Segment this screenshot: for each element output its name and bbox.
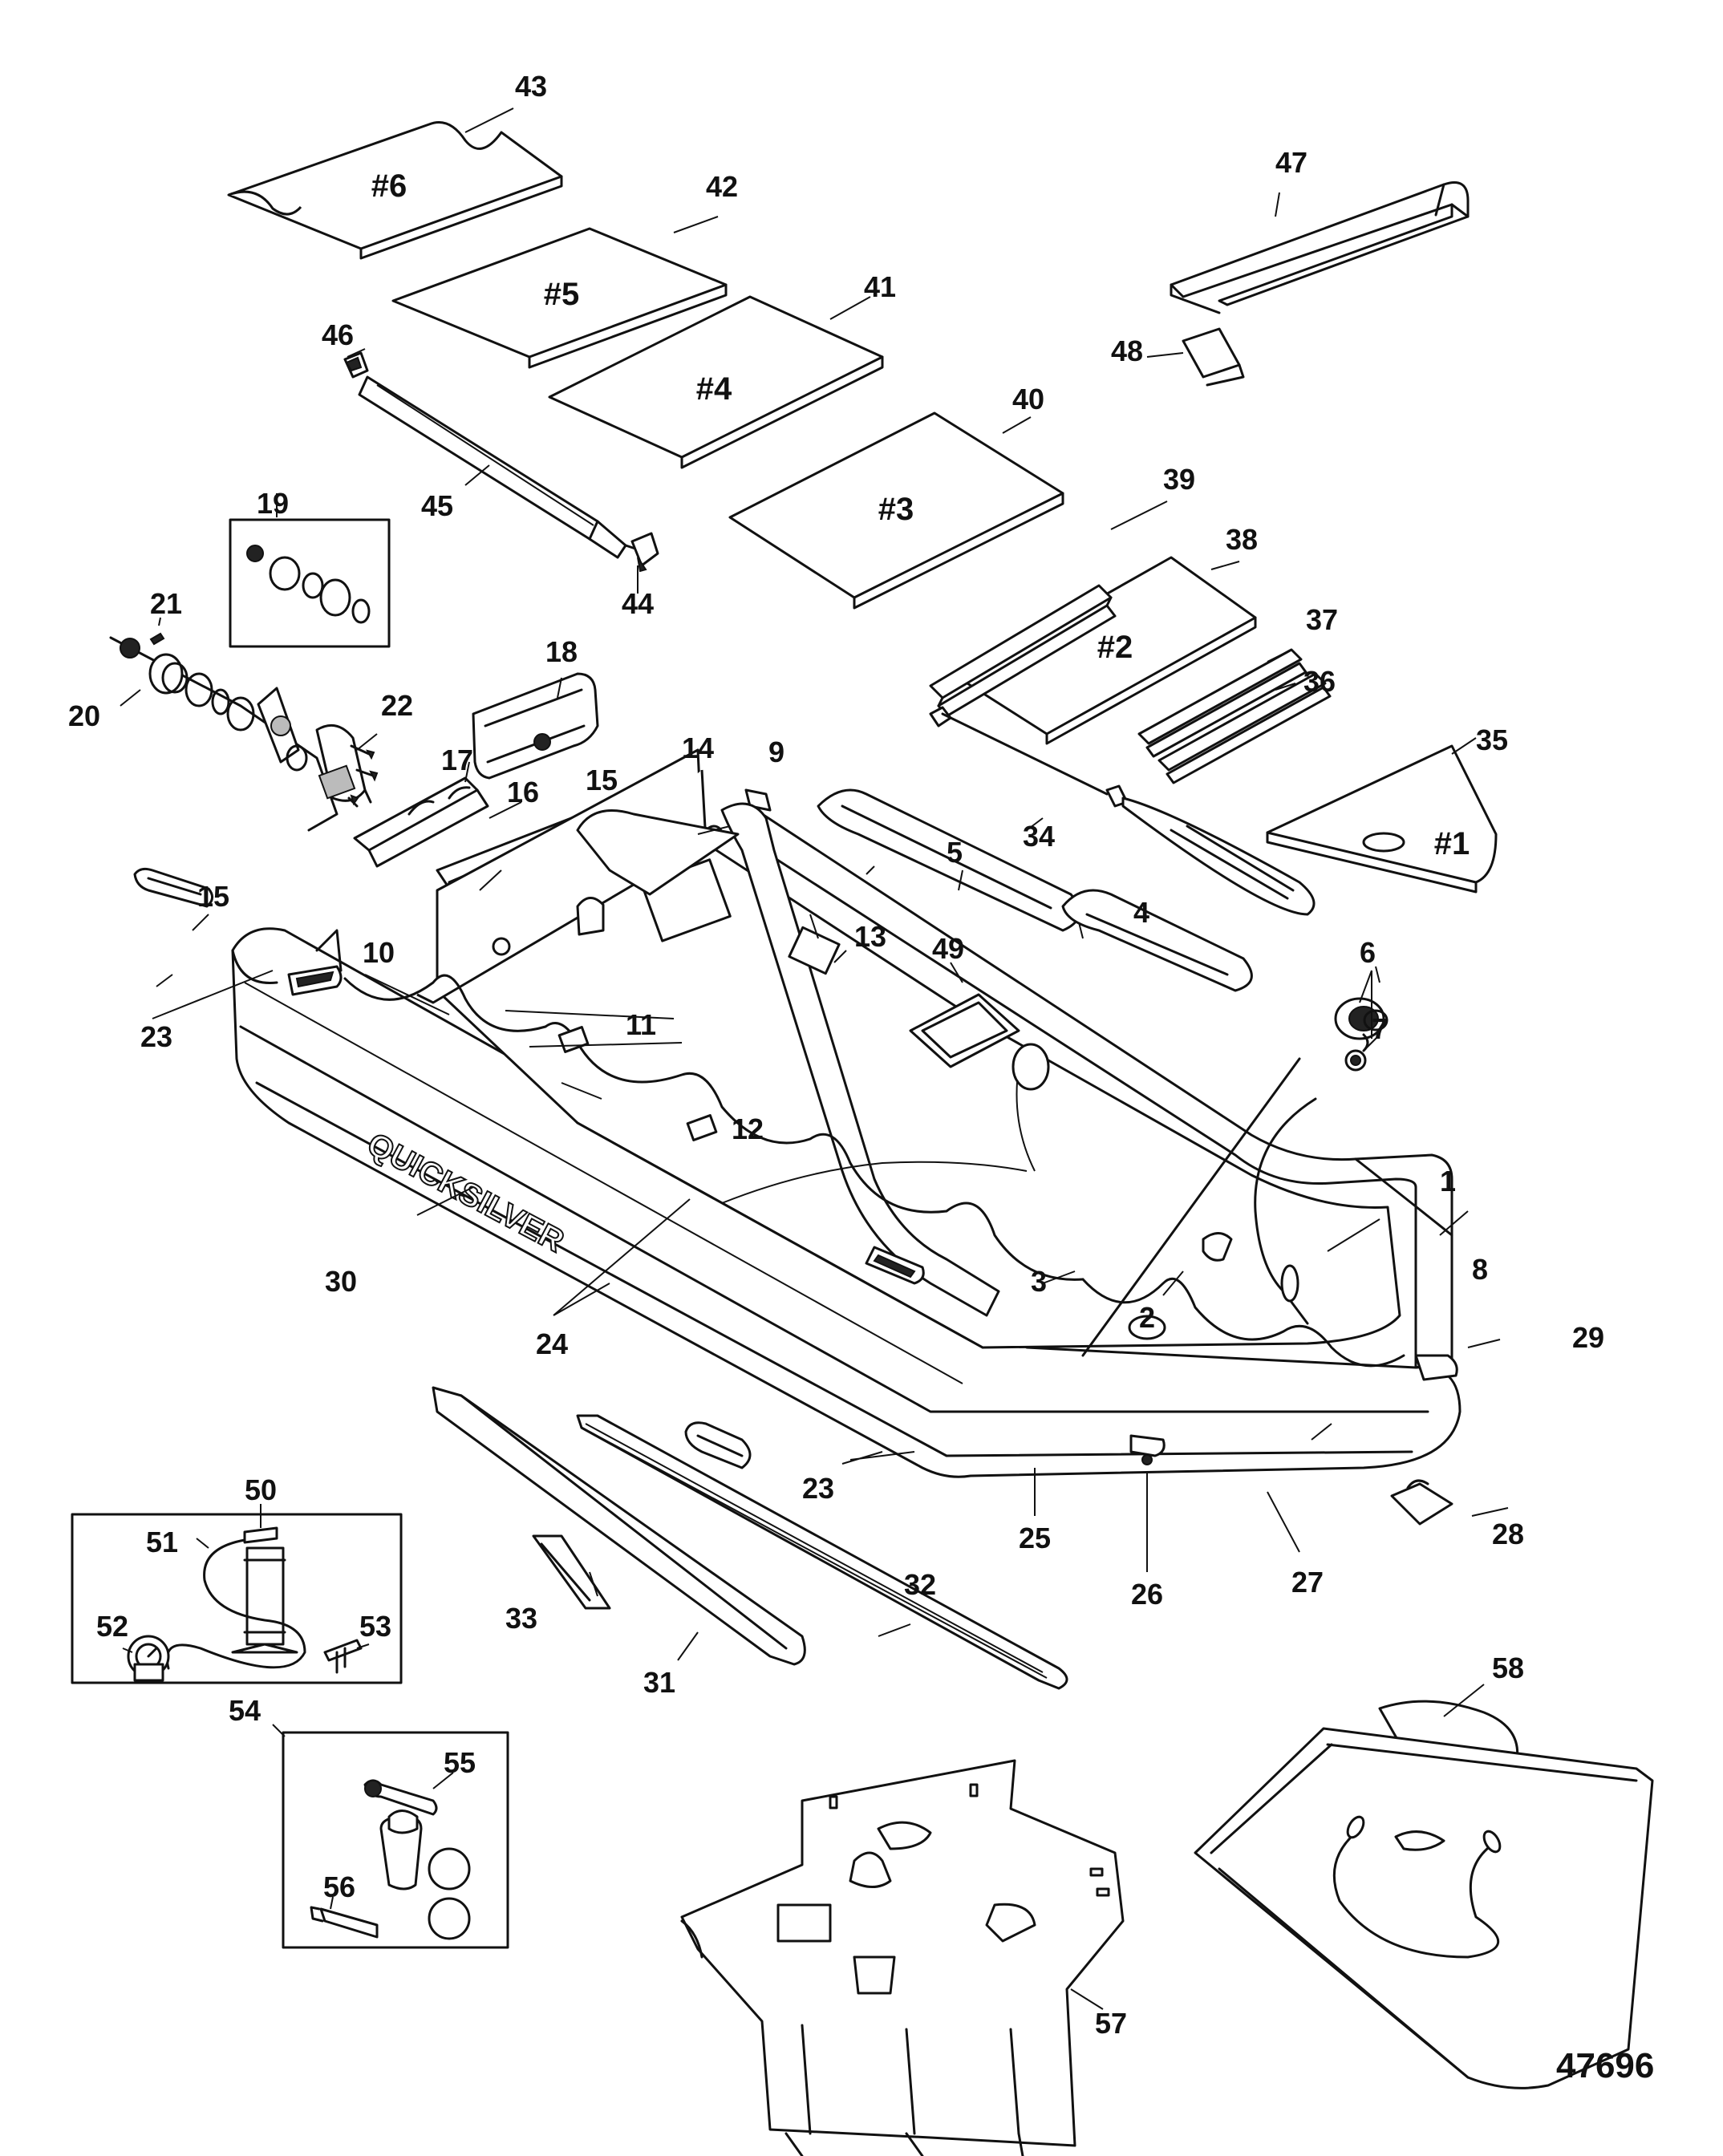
- figure-number: 47696: [1556, 2046, 1654, 2085]
- callout-55: 55: [444, 1746, 476, 1779]
- callout-3: 3: [1031, 1265, 1047, 1298]
- strip-33: [532, 1534, 611, 1610]
- callout-38: 38: [1226, 523, 1258, 556]
- callout-41: 41: [864, 270, 896, 303]
- floor-panel-1: #1: [1266, 744, 1498, 894]
- floor-panel-6: #6: [227, 121, 563, 260]
- callout-9: 9: [768, 736, 784, 768]
- callout-28: 28: [1492, 1518, 1524, 1550]
- callout-47: 47: [1275, 146, 1307, 179]
- storage-bag-58: [1194, 1700, 1654, 2089]
- callout-42: 42: [706, 170, 738, 203]
- callout-23b: 23: [802, 1472, 834, 1505]
- oarlock-holder-17: [353, 776, 489, 868]
- callout-37: 37: [1306, 603, 1338, 636]
- callout-25: 25: [1019, 1522, 1051, 1554]
- callout-22: 22: [381, 689, 413, 722]
- seat-clip-48: [1182, 327, 1245, 387]
- floor-panel-3: #3: [728, 411, 1064, 610]
- panel-label-2: #2: [1097, 630, 1133, 665]
- callout-6: 6: [1360, 936, 1376, 969]
- bag-18: [472, 672, 599, 780]
- stringer-37: [1137, 648, 1307, 758]
- panel-label-6: #6: [371, 168, 407, 204]
- callout-7: 7: [1372, 1012, 1388, 1045]
- callout-57: 57: [1095, 2007, 1127, 2040]
- callout-27: 27: [1291, 1566, 1324, 1599]
- transom-piece-15a: [576, 809, 740, 896]
- callout-29: 29: [1572, 1321, 1604, 1354]
- handle-23-loose: [133, 867, 213, 908]
- callout-21: 21: [150, 587, 182, 620]
- callout-49: 49: [932, 932, 964, 965]
- callout-23a: 23: [140, 1020, 172, 1053]
- callout-8: 8: [1472, 1253, 1488, 1286]
- callout-20: 20: [68, 699, 100, 732]
- floor-panel-4: #4: [548, 295, 884, 469]
- callout-13: 13: [854, 920, 886, 953]
- callout-33: 33: [505, 1602, 537, 1635]
- callout-48: 48: [1111, 334, 1143, 367]
- callout-1: 1: [1440, 1165, 1456, 1198]
- callout-18: 18: [545, 635, 578, 668]
- floor-panel-5: #5: [391, 227, 728, 369]
- callouts: 43 42 41 40 39 38 37 36 35 34 47 48 46 4…: [68, 70, 1604, 2040]
- handle-23-bottom: [684, 1421, 752, 1469]
- callout-51: 51: [146, 1526, 178, 1558]
- callout-24: 24: [536, 1327, 568, 1360]
- repair-kit-54: [282, 1731, 509, 1949]
- callout-40: 40: [1012, 383, 1044, 415]
- callout-14: 14: [682, 732, 714, 764]
- callout-17: 17: [441, 744, 473, 776]
- bracket-44: [630, 532, 659, 573]
- panel-label-3: #3: [878, 492, 914, 527]
- callout-31: 31: [643, 1666, 675, 1699]
- callout-36: 36: [1303, 665, 1336, 698]
- callout-12: 12: [732, 1112, 764, 1145]
- callout-45: 45: [421, 489, 453, 522]
- cover-57: [680, 1759, 1125, 2156]
- valve-cap-7: [1344, 1033, 1369, 1072]
- callout-10: 10: [363, 936, 395, 969]
- boat-hull: QUICKSILVER: [231, 748, 1462, 1526]
- panel-label-4: #4: [696, 371, 732, 407]
- panel-label-5: #5: [544, 277, 580, 312]
- callout-15a: 15: [586, 764, 618, 796]
- callout-53: 53: [359, 1610, 391, 1643]
- callout-46: 46: [322, 318, 354, 351]
- valve-kit-19: [229, 518, 391, 648]
- callout-54: 54: [229, 1694, 261, 1727]
- callout-52: 52: [96, 1610, 128, 1643]
- callout-4: 4: [1133, 896, 1149, 929]
- seat-47: [1170, 181, 1470, 314]
- callout-2: 2: [1139, 1301, 1155, 1334]
- panel-label-1: #1: [1434, 826, 1470, 861]
- callout-32: 32: [904, 1568, 936, 1601]
- callout-56: 56: [323, 1870, 355, 1903]
- callout-15b: 15: [197, 880, 229, 913]
- callout-26: 26: [1131, 1578, 1163, 1611]
- callout-11: 11: [626, 1008, 656, 1041]
- valve-assembly-20: [109, 632, 379, 832]
- pump-kit-50: [71, 1513, 403, 1684]
- callout-44: 44: [622, 587, 654, 620]
- strip-4: [1061, 889, 1253, 992]
- callout-35: 35: [1476, 723, 1508, 756]
- stringer-36: [1157, 672, 1332, 784]
- callout-16: 16: [507, 776, 539, 808]
- keel-strip-32: [576, 1414, 1068, 1690]
- callout-5: 5: [947, 836, 963, 869]
- callout-43: 43: [515, 70, 547, 103]
- callout-30: 30: [325, 1265, 357, 1298]
- keel-strip-31: [432, 1386, 806, 1666]
- callout-58: 58: [1492, 1651, 1524, 1684]
- callout-39: 39: [1163, 463, 1195, 496]
- end-cap-46: [343, 351, 369, 379]
- callout-50: 50: [245, 1473, 277, 1506]
- leader-lines: [120, 107, 1509, 2010]
- oar-34: [929, 706, 1316, 916]
- callout-34: 34: [1023, 820, 1055, 853]
- callout-19: 19: [257, 487, 289, 520]
